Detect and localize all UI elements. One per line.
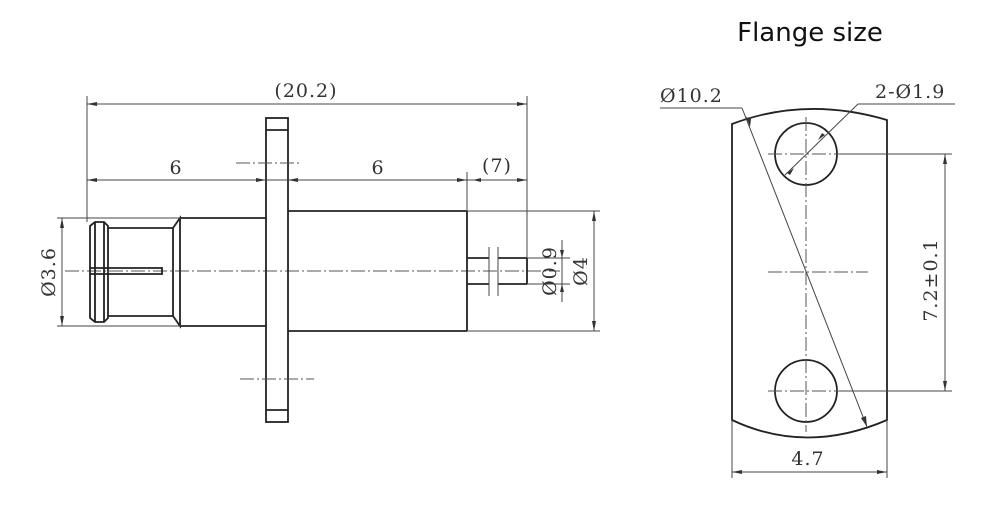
- dim-hole-spec: 2-Ø1.9: [784, 81, 955, 176]
- plug-connector: [89, 215, 181, 329]
- flange-size-title: Flange size: [737, 18, 883, 48]
- dim-hole-spacing: 7.2±0.1: [840, 153, 952, 392]
- hole-spacing-label: 7.2±0.1: [920, 238, 942, 321]
- pin-length-label: (7): [482, 155, 512, 177]
- dim-pin-diameter: Ø0.9: [539, 240, 564, 302]
- overall-length-label: (20.2): [274, 80, 337, 102]
- dim-flange-width: 4.7: [731, 420, 888, 478]
- flange-plate: [236, 117, 314, 423]
- flange-view: Ø10.2 2-Ø1.9 7.2±0.1 4.7: [660, 81, 955, 478]
- center-pin: [467, 247, 528, 296]
- plug-diameter-label: Ø3.6: [38, 247, 60, 297]
- flange-diameter-label: Ø10.2: [660, 85, 723, 107]
- dim-overall-length: (20.2): [87, 80, 527, 106]
- body-section: [180, 217, 266, 327]
- flange-outline: [731, 108, 888, 439]
- dim-flange-diameter: Ø10.2: [660, 85, 868, 428]
- dim-barrel-diameter: Ø4: [570, 211, 596, 331]
- barrel-diameter-label: Ø4: [570, 256, 592, 286]
- dim-plug-diameter: Ø3.6: [38, 218, 64, 326]
- barrel: [288, 210, 468, 332]
- plug-length-label: 6: [169, 157, 182, 179]
- side-view: (20.2) 6 6 (7) Ø3.6 Ø0.9: [38, 80, 600, 423]
- pin-diameter-label: Ø0.9: [539, 246, 561, 296]
- barrel-length-label: 6: [371, 157, 384, 179]
- hole-spec-label: 2-Ø1.9: [875, 81, 945, 103]
- flange-width-label: 4.7: [791, 448, 824, 470]
- dim-segment-lengths: 6 6 (7): [87, 155, 527, 182]
